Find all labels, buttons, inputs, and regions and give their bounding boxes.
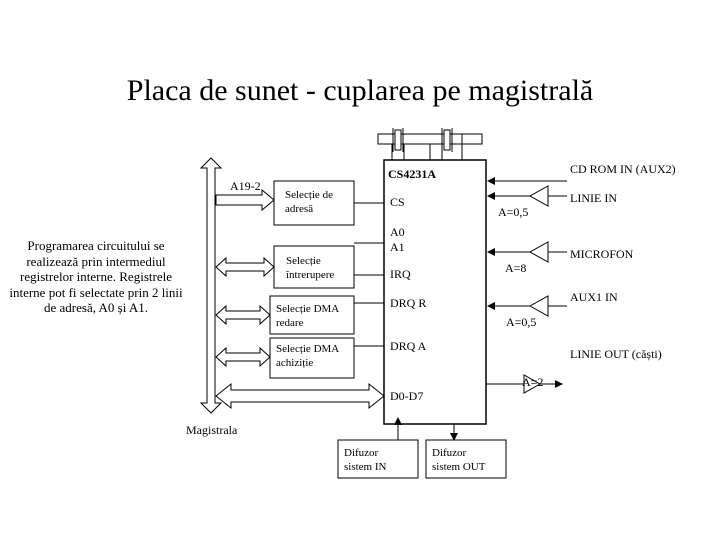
interrupt-select-block — [273, 245, 355, 289]
line-out-amp — [486, 374, 563, 394]
aux1-gain: A=0,5 — [506, 315, 536, 329]
speaker-in-box — [337, 439, 419, 479]
dma-capture-block — [269, 337, 355, 379]
cs4231a-chip — [383, 159, 487, 425]
pin-cs: CS — [390, 195, 405, 209]
data-bus-arrow — [215, 382, 385, 410]
speaker-out-line1: Difuzor — [432, 447, 467, 459]
line-out-gain: A=2 — [522, 375, 543, 389]
line-out-label: LINIE OUT (căști) — [570, 347, 662, 361]
pin-a1: A1 — [390, 240, 405, 254]
address-select-line2: adresă — [285, 203, 313, 215]
pin-data: D0-D7 — [390, 389, 423, 403]
interrupt-select-line2: întrerupere — [285, 269, 334, 281]
mic-label: MICROFON — [570, 247, 634, 261]
bus-arrow — [199, 157, 223, 414]
address-arrow — [215, 188, 275, 212]
aux1-amp — [487, 295, 567, 317]
slide-title: Placa de sunet - cuplarea pe magistrală — [126, 74, 594, 107]
pin-a0: A0 — [390, 225, 405, 239]
speaker-in-line1: Difuzor — [344, 447, 379, 459]
mic-gain: A=8 — [505, 261, 526, 275]
speaker-out-line2: sistem OUT — [432, 461, 486, 473]
bus-label: Magistrala — [186, 423, 238, 437]
dma-playback-line2: redare — [276, 317, 304, 329]
address-bus-label: A19-2 — [230, 179, 261, 193]
pin-irq: IRQ — [390, 267, 411, 281]
crystal-icon — [377, 128, 483, 160]
line-in-amp — [487, 185, 567, 207]
speaker-in-line2: sistem IN — [344, 461, 387, 473]
programming-note: Programarea circuitului se realizează pr… — [9, 238, 183, 315]
control-lines — [354, 202, 384, 347]
dma-capture-line1: Selecție DMA — [276, 343, 339, 355]
address-select-line1: Selecție de — [285, 189, 333, 201]
cdrom-in-label: CD ROM IN (AUX2) — [570, 162, 676, 176]
dma-playback-line1: Selecție DMA — [276, 303, 339, 315]
line-in-gain: A=0,5 — [498, 205, 528, 219]
address-select-block — [273, 180, 355, 226]
bus-block-arrows — [215, 256, 275, 368]
chip-name: CS4231A — [388, 167, 436, 181]
interrupt-select-line1: Selecție — [286, 255, 321, 267]
pin-drq-a: DRQ A — [390, 339, 427, 353]
speaker-out-box — [425, 439, 507, 479]
pin-drq-r: DRQ R — [390, 296, 426, 310]
dma-capture-line2: achiziție — [276, 357, 313, 369]
speaker-lines — [394, 417, 458, 441]
aux1-label: AUX1 IN — [570, 290, 618, 304]
mic-amp — [487, 241, 567, 263]
line-in-label: LINIE IN — [570, 191, 617, 205]
